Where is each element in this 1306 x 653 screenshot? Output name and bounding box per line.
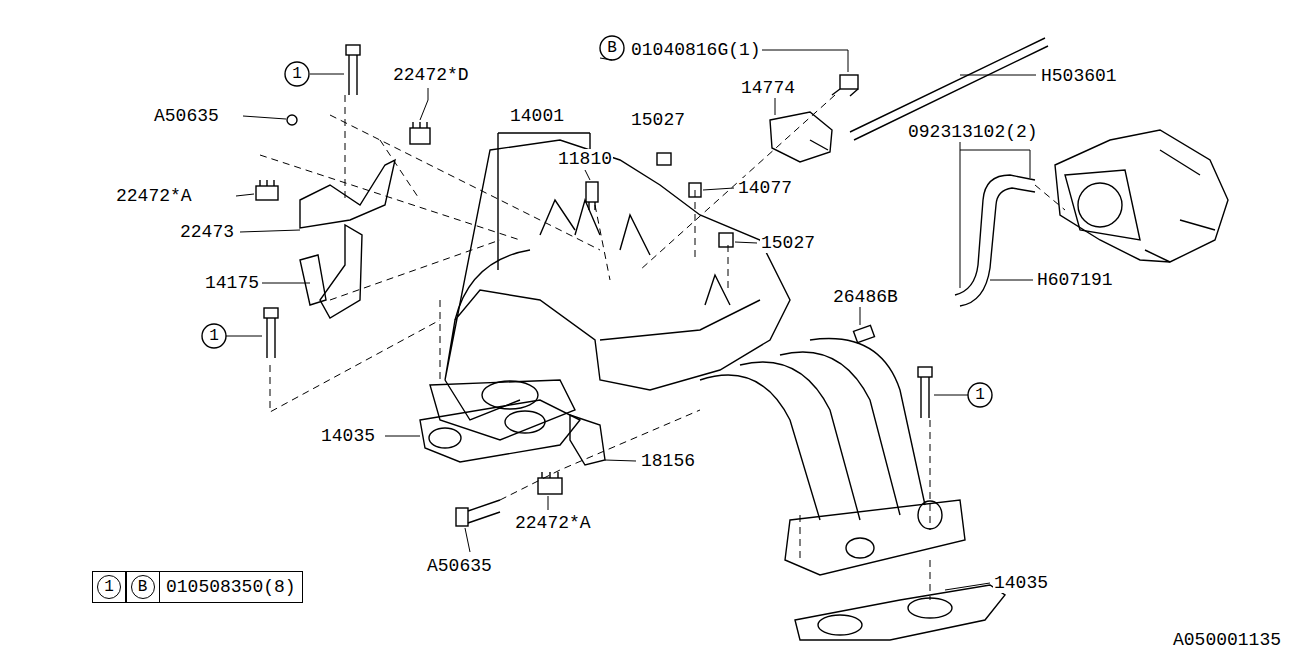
fastener-box: 1B010508350(8) <box>92 571 303 603</box>
part-number: A50635 <box>426 556 493 576</box>
part-number: A050001135 <box>1172 630 1282 650</box>
part-number: H607191 <box>1036 270 1114 290</box>
callout-number: 1 <box>208 326 220 346</box>
part-number: 092313102(2) <box>907 122 1039 142</box>
callout-number: B <box>606 38 618 58</box>
part-number: 11810 <box>557 149 613 169</box>
part-number: 010508350(8) <box>160 573 302 601</box>
cell-divider <box>125 572 127 602</box>
circled-symbol: 1 <box>97 575 121 599</box>
circled-symbol: B <box>131 575 155 599</box>
part-number: 22472*A <box>115 186 193 206</box>
part-number: 18156 <box>640 451 696 471</box>
part-number: 26486B <box>832 287 899 307</box>
part-number: 22473 <box>179 222 235 242</box>
part-number: 15027 <box>630 110 686 130</box>
cell-divider <box>159 572 161 602</box>
part-number: 22472*A <box>514 513 592 533</box>
callout-number: 1 <box>974 385 986 405</box>
part-number: 15027 <box>760 233 816 253</box>
part-number: 14774 <box>740 78 796 98</box>
part-number: H503601 <box>1040 66 1118 86</box>
part-number: 14001 <box>509 106 565 126</box>
part-number: A50635 <box>153 106 220 126</box>
part-number: 22472*D <box>392 65 470 85</box>
part-number: 14035 <box>993 573 1049 593</box>
part-number: 14035 <box>320 426 376 446</box>
part-number: 01040816G(1) <box>630 40 762 60</box>
part-number: 14077 <box>737 178 793 198</box>
callout-number: 1 <box>291 64 303 84</box>
part-number: 14175 <box>204 273 260 293</box>
